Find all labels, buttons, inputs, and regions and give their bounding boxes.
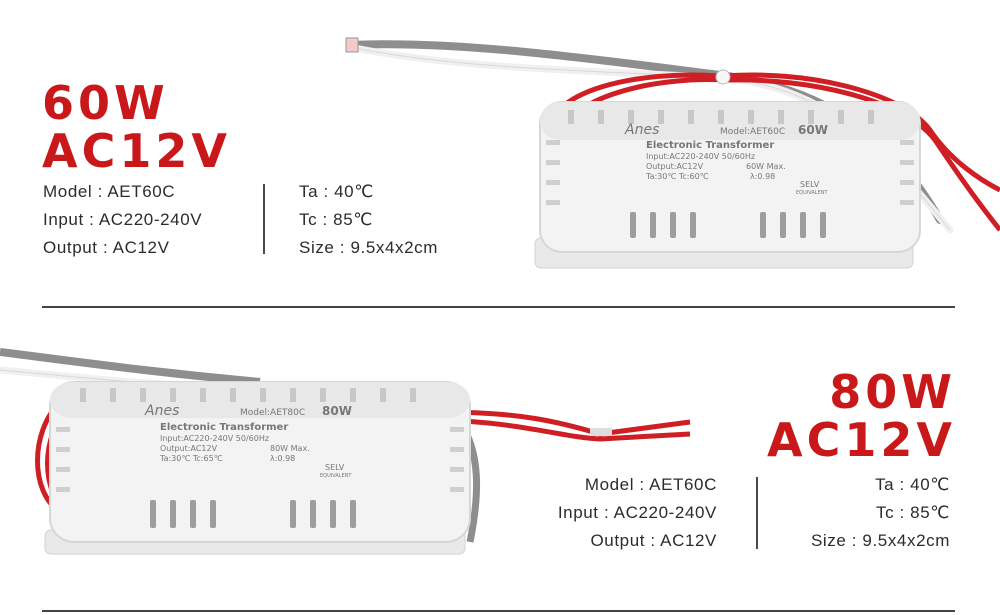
label-line1: Input:AC220-240V 50/60Hz xyxy=(646,152,755,161)
transformer-image: Anes Model:AET60C 60W Electronic Transfo… xyxy=(345,37,1000,269)
spec-input: Input : AC220-240V xyxy=(43,210,203,229)
label-line3b: λ:0.98 xyxy=(270,454,295,463)
label-selv-sub: EQUIVALENT xyxy=(796,190,828,196)
label-wattage: 80W xyxy=(322,404,352,418)
label-wattage: 60W xyxy=(798,123,828,137)
power-rating: 80W xyxy=(829,365,956,419)
right-spec-list: Ta : 40℃ Tc : 85℃ Size : 9.5x4x2cm xyxy=(811,471,950,555)
spec-tc: Tc : 85℃ xyxy=(876,503,950,522)
label-title: Electronic Transformer xyxy=(646,140,774,151)
transformer-image: Anes Model:AET80C 80W Electronic Transfo… xyxy=(0,348,691,555)
label-line3b: λ:0.98 xyxy=(750,172,775,181)
label-model: Model:AET80C xyxy=(240,408,305,418)
product-panel-80w: Anes Model:AET80C 80W Electronic Transfo… xyxy=(0,307,1000,614)
spec-output: Output : AC12V xyxy=(590,531,717,550)
spec-divider xyxy=(756,477,758,549)
power-rating: 60W xyxy=(42,76,169,130)
left-spec-list: Model : AET60C Input : AC220-240V Output… xyxy=(558,471,717,555)
left-spec-list: Model : AET60C Input : AC220-240V Output… xyxy=(43,178,202,262)
label-line3: Ta:30℃ Tc:60℃ xyxy=(645,172,709,181)
label-selv: SELV xyxy=(800,180,820,189)
label-line2: Output:AC12V xyxy=(160,444,218,453)
voltage-rating: AC12V xyxy=(42,124,231,178)
spec-tc: Tc : 85℃ xyxy=(299,210,373,229)
label-selv: SELV xyxy=(325,463,345,472)
headline: 60W AC12V xyxy=(42,80,231,174)
spec-size: Size : 9.5x4x2cm xyxy=(810,531,950,550)
label-line1: Input:AC220-240V 50/60Hz xyxy=(160,434,269,443)
spec-size: Size : 9.5x4x2cm xyxy=(299,238,439,257)
label-line2b: 60W Max. xyxy=(746,162,786,171)
spec-model: Model : AET60C xyxy=(43,182,176,201)
spec-input: Input : AC220-240V xyxy=(557,503,717,522)
section-divider xyxy=(42,306,955,308)
spec-output: Output : AC12V xyxy=(43,238,170,257)
spec-divider xyxy=(263,184,265,254)
label-selv-sub: EQUIVALENT xyxy=(320,473,352,479)
label-brand: Anes xyxy=(624,122,659,138)
product-panel-60w: 60W AC12V Model : AET60C Input : AC220-2… xyxy=(0,0,1000,308)
label-title: Electronic Transformer xyxy=(160,422,288,433)
label-brand: Anes xyxy=(144,403,179,419)
label-line3: Ta:30℃ Tc:65℃ xyxy=(159,454,223,463)
headline: 80W AC12V xyxy=(767,369,956,463)
label-model: Model:AET60C xyxy=(720,127,785,137)
spec-ta: Ta : 40℃ xyxy=(875,475,950,494)
label-line2b: 80W Max. xyxy=(270,444,310,453)
spec-ta: Ta : 40℃ xyxy=(299,182,374,201)
voltage-rating: AC12V xyxy=(767,413,956,467)
section-divider xyxy=(42,610,955,612)
spec-model: Model : AET60C xyxy=(584,475,717,494)
label-line2: Output:AC12V xyxy=(646,162,704,171)
right-spec-list: Ta : 40℃ Tc : 85℃ Size : 9.5x4x2cm xyxy=(299,178,438,262)
